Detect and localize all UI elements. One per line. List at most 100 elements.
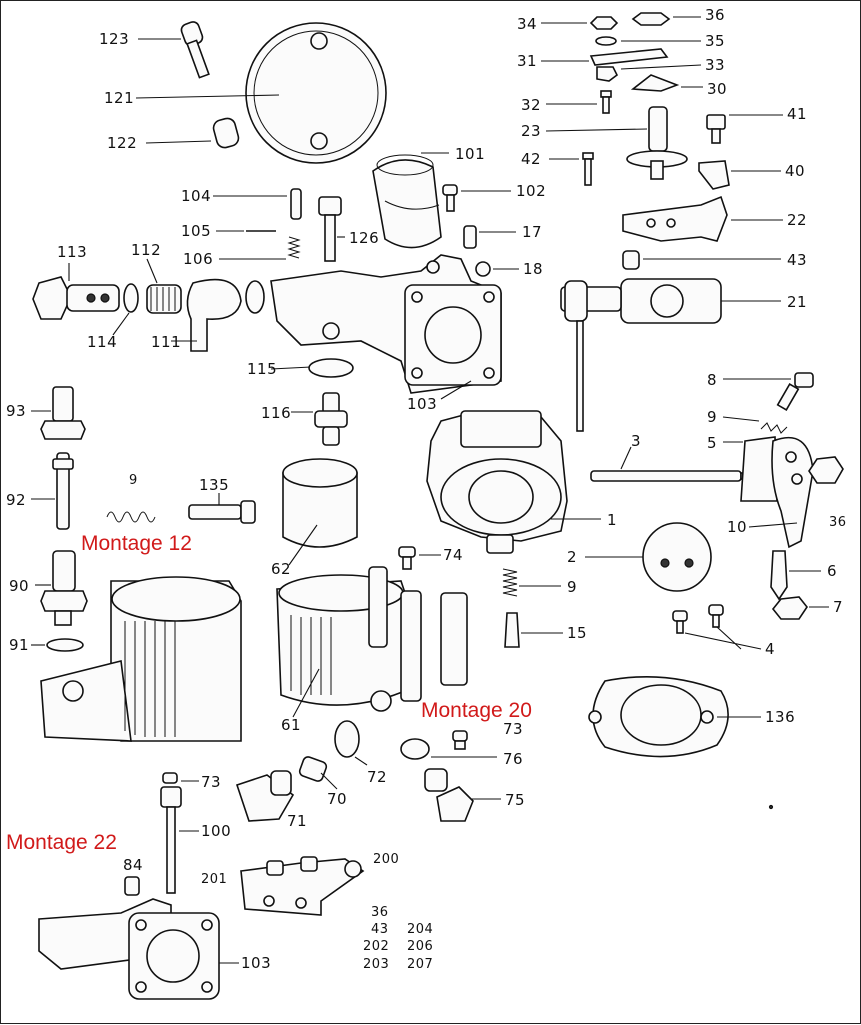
label-200: 200 (373, 852, 400, 867)
spring-9a (106, 511, 156, 523)
label-2: 2 (567, 548, 578, 566)
label-102: 102 (516, 182, 547, 200)
label-43a: 43 (787, 251, 808, 269)
label-135: 135 (199, 476, 230, 494)
label-105: 105 (181, 222, 212, 240)
label-62: 62 (271, 560, 292, 578)
label-72: 72 (367, 768, 388, 786)
mixture-screw-15 (504, 612, 520, 648)
washer-35 (595, 36, 617, 46)
screw-102 (442, 184, 458, 212)
filter-112 (146, 284, 182, 314)
label-136: 136 (765, 708, 796, 726)
label-22: 22 (787, 211, 808, 229)
label-101: 101 (455, 145, 486, 163)
label-113: 113 (57, 243, 88, 261)
label-103a: 103 (407, 395, 438, 413)
washer-91 (46, 638, 84, 652)
label-6: 6 (827, 562, 838, 580)
banjo-75 (424, 768, 474, 822)
jet-100 (160, 786, 182, 894)
choke-tube-101 (372, 154, 442, 249)
screw-74 (398, 546, 416, 570)
label-17: 17 (522, 223, 543, 241)
banjo-bolt-113 (32, 276, 120, 320)
kit-207: 207 (407, 957, 434, 972)
pin-104 (290, 188, 302, 220)
label-42: 42 (521, 150, 542, 168)
cam-30 (630, 74, 680, 92)
plug-84 (124, 876, 140, 896)
label-9b: 9 (707, 408, 718, 426)
label-91: 91 (9, 636, 30, 654)
bolt-126 (318, 196, 342, 262)
label-71: 71 (287, 812, 308, 830)
lever-10 (771, 436, 814, 549)
nut-33 (596, 66, 619, 82)
nut-7 (771, 596, 808, 620)
float-bowl-61 (276, 566, 468, 712)
label-1: 1 (607, 511, 618, 529)
washer-114 (123, 283, 139, 313)
label-9a: 9 (129, 473, 138, 488)
screw-32 (600, 90, 612, 114)
label-121: 121 (104, 89, 135, 107)
jet-17 (463, 225, 477, 249)
annotation-montage-20: Montage 20 (421, 699, 532, 722)
label-76: 76 (503, 750, 524, 768)
jet-holder-90 (40, 550, 88, 626)
linkage-200 (240, 856, 365, 916)
washer-76 (400, 738, 430, 760)
needle-valve-116 (314, 392, 348, 446)
float-chamber-cover (245, 22, 387, 164)
fitting-93 (40, 386, 86, 440)
bolt-41 (706, 114, 726, 144)
label-122: 122 (107, 134, 138, 152)
label-116: 116 (261, 404, 292, 422)
label-61: 61 (281, 716, 302, 734)
jet-holder-92 (52, 452, 74, 530)
screw-8 (776, 372, 814, 411)
label-8: 8 (707, 371, 718, 389)
label-21: 21 (787, 293, 808, 311)
label-75: 75 (505, 791, 526, 809)
washer-72 (334, 720, 360, 758)
label-126: 126 (349, 229, 380, 247)
label-100: 100 (201, 822, 232, 840)
label-5: 5 (707, 434, 718, 452)
spring-9c (502, 568, 518, 597)
label-114: 114 (87, 333, 118, 351)
label-33: 33 (705, 56, 726, 74)
label-103b: 103 (241, 954, 272, 972)
sleeve-122 (212, 117, 240, 149)
union-111 (186, 278, 242, 352)
screw-123 (180, 21, 210, 79)
label-3: 3 (631, 432, 642, 450)
throttle-lever-22 (622, 195, 728, 242)
spring-9b (760, 422, 788, 434)
block-40 (698, 160, 730, 190)
screw-6 (770, 550, 788, 601)
lever-31 (589, 48, 669, 66)
kit-206: 206 (407, 939, 434, 954)
label-34: 34 (517, 15, 538, 33)
label-18: 18 (523, 260, 544, 278)
kit-36: 36 (371, 905, 389, 920)
nut-43 (622, 250, 640, 270)
float-62 (282, 458, 358, 548)
fitting-70 (298, 756, 328, 782)
label-10: 10 (727, 518, 748, 536)
carburetor-top-body (270, 254, 502, 394)
label-36a: 36 (705, 6, 726, 24)
label-41: 41 (787, 105, 808, 123)
label-73b: 73 (201, 773, 222, 791)
screw-73b (162, 772, 178, 784)
label-123: 123 (99, 30, 130, 48)
screw-42 (582, 152, 594, 186)
label-104: 104 (181, 187, 212, 205)
nut-36b (808, 456, 844, 484)
annotation-montage-22: Montage 22 (6, 831, 117, 854)
label-112: 112 (131, 241, 162, 259)
label-15: 15 (567, 624, 588, 642)
